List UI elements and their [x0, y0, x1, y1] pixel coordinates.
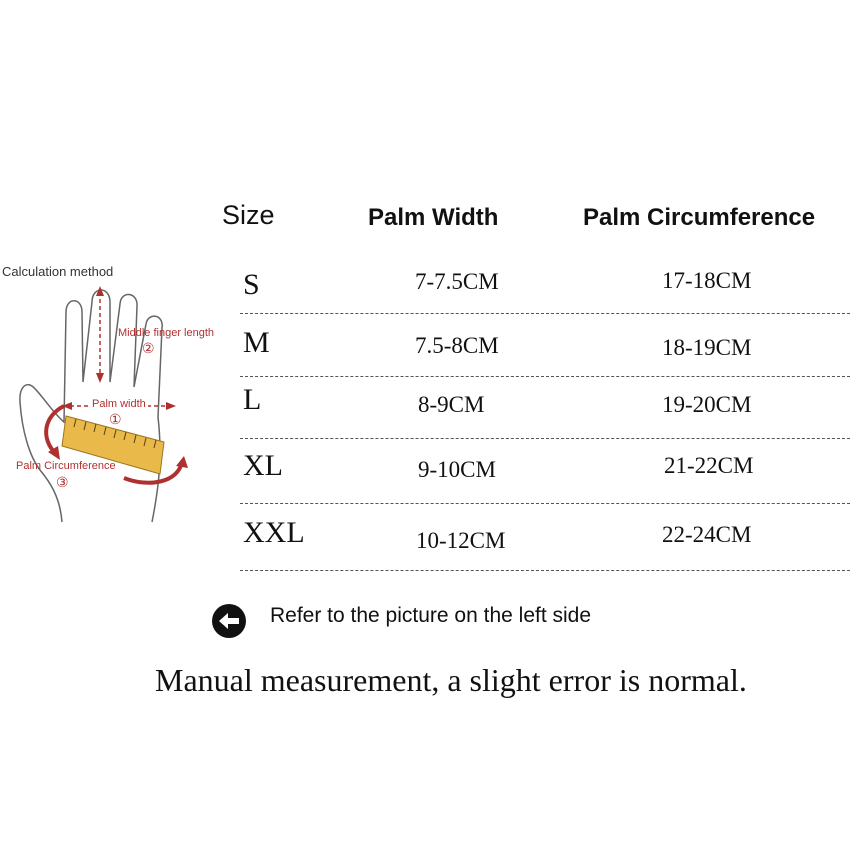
palm-circumference-cell: 19-20CM [662, 392, 752, 417]
diagram-title: Calculation method [2, 264, 114, 279]
footer-text: Manual measurement, a slight error is no… [155, 662, 747, 698]
size-cell: S [243, 268, 260, 301]
palm-circumference-label: Palm Circumference [16, 460, 116, 472]
marker-2: ② [142, 340, 155, 356]
middle-finger-label: Middle finger length [118, 327, 215, 339]
row-divider [240, 376, 850, 377]
marker-3: ③ [56, 474, 69, 490]
palm-width-label: Palm width [90, 398, 148, 410]
size-cell: XXL [243, 516, 305, 549]
hand-outline [19, 289, 163, 523]
row-divider [240, 438, 850, 439]
palm-width-cell: 10-12CM [416, 528, 506, 553]
row-divider [240, 503, 850, 504]
marker-1: ① [109, 411, 122, 427]
palm-width-cell: 8-9CM [418, 392, 485, 417]
palm-width-cell: 7-7.5CM [415, 269, 499, 294]
size-cell: L [243, 383, 262, 416]
table-header-palm-width: Palm Width [368, 204, 499, 231]
table-header-palm-circumference: Palm Circumference [583, 204, 816, 231]
palm-circumference-cell: 18-19CM [662, 335, 752, 360]
palm-width-cell: 9-10CM [418, 457, 496, 482]
size-cell: M [243, 326, 270, 359]
table-header-size: Size [222, 200, 275, 230]
tape-measure [61, 415, 165, 475]
note-text: Refer to the picture on the left side [270, 604, 592, 627]
size-cell: XL [243, 449, 283, 482]
palm-circumference-cell: 17-18CM [662, 268, 752, 293]
palm-width-cell: 7.5-8CM [415, 333, 499, 358]
row-divider [240, 313, 850, 314]
palm-circumference-cell: 22-24CM [662, 522, 752, 547]
arrow-left-circle-icon [212, 604, 246, 638]
row-divider [240, 570, 850, 571]
palm-circumference-cell: 21-22CM [664, 453, 754, 478]
